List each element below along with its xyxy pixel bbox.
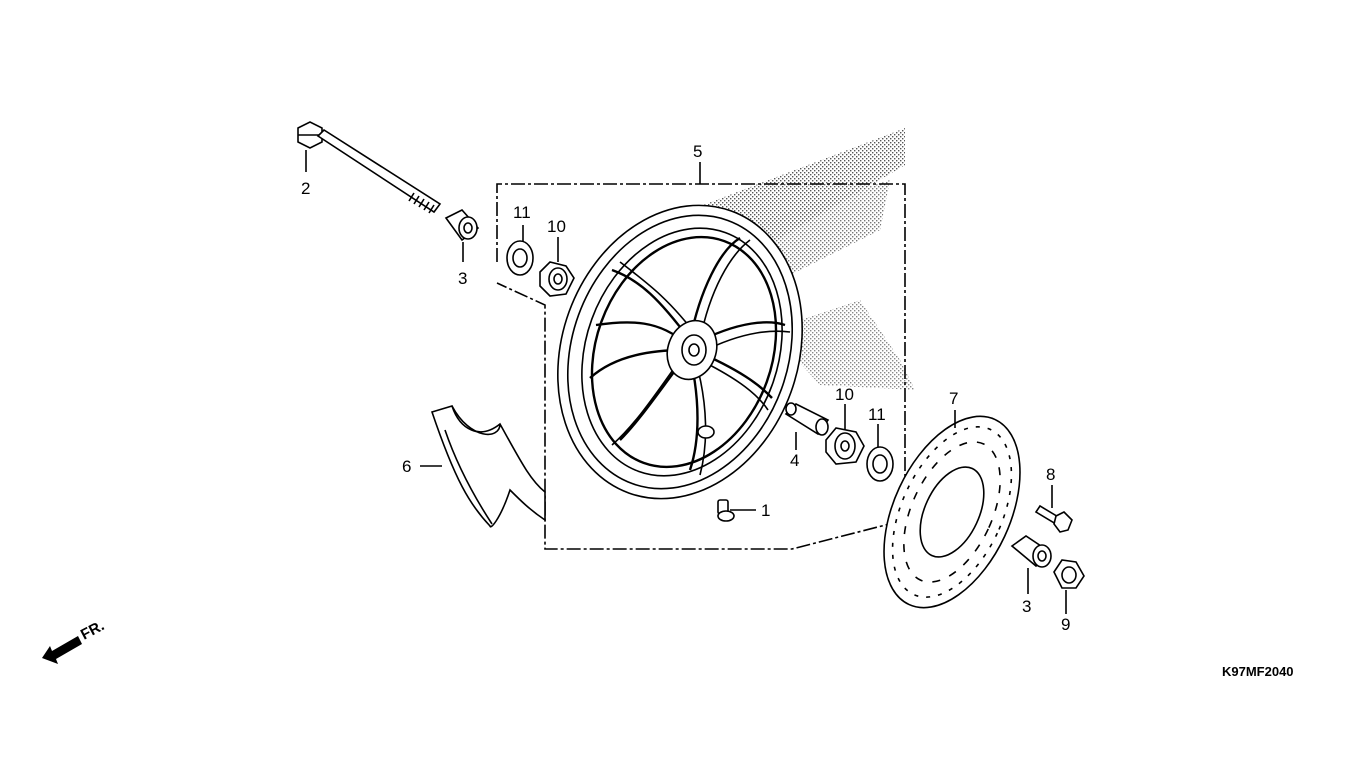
wheel-assembly-bracket (496, 162, 906, 550)
direction-label: FR. (78, 617, 107, 643)
callout-10: 10 (835, 385, 854, 404)
drawing-code: K97MF2040 (1222, 664, 1294, 679)
axle-nut (1053, 559, 1085, 614)
brake-disc (883, 410, 1021, 609)
callout-3: 3 (458, 269, 467, 288)
collar-right (1010, 535, 1052, 594)
front-wheel (557, 204, 803, 500)
bearing-right (825, 404, 865, 465)
callout-3: 3 (1022, 597, 1031, 616)
callout-9: 9 (1061, 615, 1070, 634)
callout-11: 11 (513, 203, 531, 222)
callout-8: 8 (1046, 465, 1055, 484)
rim-band (420, 405, 546, 528)
dust-seal-left (506, 225, 534, 276)
disc-bolt (1034, 485, 1073, 533)
callout-2: 2 (301, 179, 310, 198)
callout-1: 1 (761, 501, 770, 520)
collar-left (444, 209, 480, 262)
callout-5: 5 (693, 142, 702, 161)
callout-10: 10 (547, 217, 566, 236)
callout-11: 11 (868, 405, 886, 424)
front-direction-arrow-icon: FR. (42, 617, 107, 664)
callout-7: 7 (949, 389, 958, 408)
tire-valve (717, 499, 756, 522)
axle-bolt (297, 121, 442, 214)
distance-collar (784, 402, 830, 450)
bearing-left (539, 237, 575, 297)
dust-seal-right (866, 424, 894, 482)
callout-4: 4 (790, 451, 799, 470)
callout-labels: 1 2 3 3 4 5 6 7 8 9 10 10 11 11 (301, 142, 1070, 634)
callout-6: 6 (402, 457, 411, 476)
